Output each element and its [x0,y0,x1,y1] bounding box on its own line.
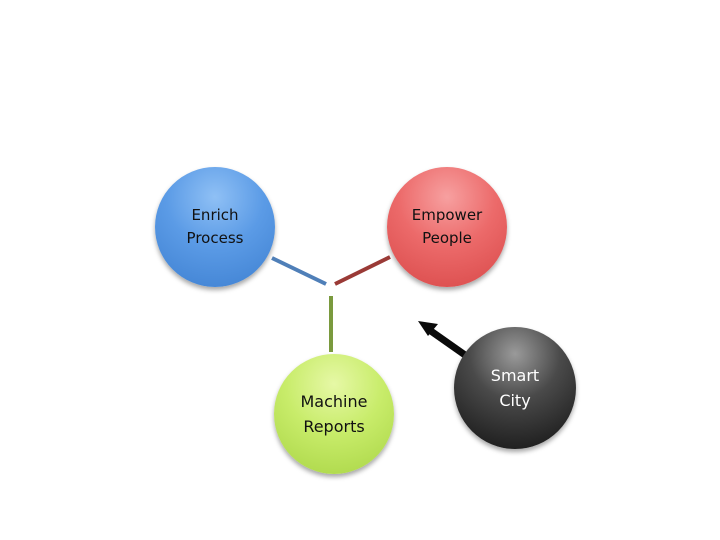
node-label: Enrich [191,206,239,224]
node-label: City [499,391,531,410]
node-label: Smart [490,366,540,385]
connector-enrich [271,256,327,286]
node-label: Reports [303,417,365,436]
node-label: Machine [300,392,368,411]
node-label: Process [186,229,244,247]
node-label: Empower [411,206,483,224]
node-machine-reports: Machine Reports [274,354,394,474]
node-label: People [422,229,472,247]
node-empower-people: Empower People [387,167,507,287]
arrow-shaft [425,326,468,358]
arrow-head-icon [418,321,438,336]
node-smart-city: Smart City [454,327,576,449]
node-enrich-process: Enrich Process [155,167,275,287]
connector-empower [334,255,391,286]
